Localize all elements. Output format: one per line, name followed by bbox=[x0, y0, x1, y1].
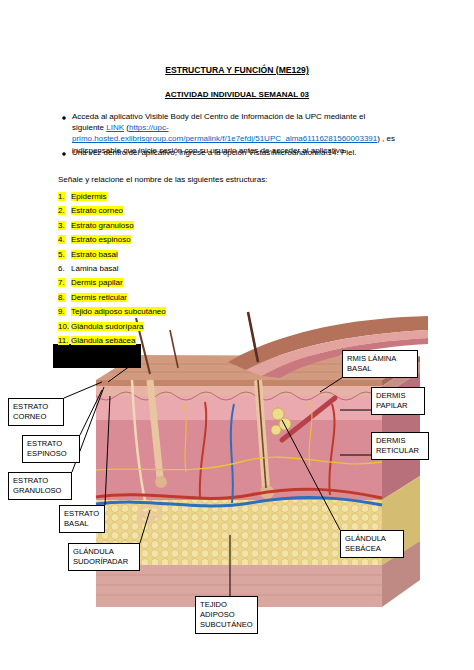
list-number: 6. bbox=[58, 263, 72, 274]
callout-box: ESTRATO BASAL bbox=[59, 505, 105, 533]
list-number: 11. bbox=[58, 336, 69, 345]
callout-box: RMIS LÁMINA BASAL bbox=[342, 350, 418, 378]
callout-box: GLÁNDULA SUDORÍPADAR bbox=[68, 543, 140, 571]
list-number: 9. bbox=[58, 307, 65, 316]
leader-line bbox=[340, 410, 371, 411]
callout-box: ESTRATO CORNEO bbox=[8, 398, 64, 426]
callout-box: GLÁNDULA SEBÁCEA bbox=[340, 530, 404, 558]
list-item: Estrato corneo bbox=[71, 205, 291, 216]
callout-label: GLÁNDULA SEBÁCEA bbox=[345, 534, 399, 554]
list-item: Dermis reticular bbox=[71, 292, 291, 303]
heading: ACTIVIDAD INDIVIDUAL SEMANAL 03 bbox=[165, 90, 309, 99]
callout-label: DERMIS RETICULAR bbox=[376, 436, 424, 456]
list-number: 7. bbox=[58, 278, 65, 287]
list-number: 7. bbox=[58, 277, 72, 288]
covered-callout bbox=[53, 344, 141, 368]
callout-label: GLÁNDULA SUDORÍPADAR bbox=[73, 547, 135, 567]
skin-block bbox=[96, 312, 428, 607]
callout-label: DERMIS PAPILAR bbox=[376, 391, 420, 411]
list-number: 4. bbox=[58, 234, 72, 245]
list-item: Estrato basal bbox=[71, 249, 291, 260]
list-number: 3. bbox=[58, 221, 65, 230]
list-number: 8. bbox=[58, 293, 65, 302]
list-item: Glándula sebácea bbox=[71, 336, 136, 345]
list-item: Lámina basal bbox=[71, 263, 291, 274]
list-item: Epidermis bbox=[71, 192, 107, 201]
list-item: Glándula sudorípara bbox=[71, 321, 291, 332]
list-item: Dermis reticular bbox=[71, 293, 127, 302]
bullet bbox=[62, 116, 66, 120]
list-number: 9. bbox=[58, 306, 72, 317]
callout-label: ESTRATO GRANULOSO bbox=[13, 476, 67, 496]
list-item: Estrato espinoso bbox=[71, 234, 291, 245]
list-number: 5. bbox=[58, 249, 72, 260]
list-item: Dermis papilar bbox=[71, 277, 291, 288]
callout-label: ESTRATO ESPINOSO bbox=[27, 439, 75, 459]
callout-box: DERMIS PAPILAR bbox=[371, 387, 425, 415]
list-item: Estrato granuloso bbox=[71, 221, 134, 230]
callout-box: DERMIS RETICULAR bbox=[371, 432, 429, 460]
link-text: LINK bbox=[106, 123, 124, 132]
list-item: Estrato espinoso bbox=[71, 235, 131, 244]
list-number: 10. bbox=[58, 321, 72, 332]
list-number: 4. bbox=[58, 235, 65, 244]
leader-line bbox=[80, 390, 102, 435]
instruction-text: Una vez dentro del aplicativo, ingrese a… bbox=[72, 148, 356, 157]
leader-line bbox=[64, 382, 102, 398]
leader-line bbox=[320, 378, 342, 392]
leader-line bbox=[340, 455, 371, 456]
list-item: Tejido adiposo subcutáneo bbox=[71, 306, 291, 317]
list-item: Tejido adiposo subcutáneo bbox=[71, 307, 166, 316]
list-number: 1. bbox=[58, 191, 72, 202]
list-item: Epidermis bbox=[71, 191, 291, 202]
list-number: 8. bbox=[58, 292, 72, 303]
prompt-text: Señale y relacione el nombre de las sigu… bbox=[58, 175, 267, 184]
list-number: 11. bbox=[58, 335, 72, 346]
list-number: 2. bbox=[58, 205, 72, 216]
list-item: Glándula sebácea bbox=[71, 335, 291, 346]
leader-line bbox=[140, 510, 150, 543]
title: ESTRUCTURA Y FUNCIÓN (ME129) bbox=[0, 64, 474, 76]
leader-line bbox=[105, 396, 110, 505]
list-item: Glándula sudorípara bbox=[71, 322, 144, 331]
list-item: Dermis papilar bbox=[71, 278, 123, 287]
callout-label: ESTRATO CORNEO bbox=[13, 402, 59, 422]
bullet bbox=[62, 152, 66, 156]
list-number: 1. bbox=[58, 192, 65, 201]
instruction-text: Una vez dentro del aplicativo, ingrese a… bbox=[72, 147, 434, 158]
prompt-text: Señale y relacione el nombre de las sigu… bbox=[58, 174, 438, 185]
list-number: 2. bbox=[58, 206, 65, 215]
list-item: Estrato granuloso bbox=[71, 220, 291, 231]
list-item: Estrato corneo bbox=[71, 206, 123, 215]
list-item: Lámina basal bbox=[71, 264, 119, 273]
leader-line bbox=[230, 535, 231, 596]
list-number: 10. bbox=[58, 322, 69, 331]
callout-box: ESTRATO ESPINOSO bbox=[22, 435, 80, 463]
list-number: 5. bbox=[58, 250, 65, 259]
leader-line bbox=[108, 358, 141, 382]
list-number: 6. bbox=[58, 264, 65, 273]
instruction-text: ( bbox=[126, 123, 129, 132]
list-item: Estrato basal bbox=[71, 250, 118, 259]
callout-label: TEJIDO ADIPOSO SUBCUTÁNEO bbox=[200, 600, 253, 630]
callout-label: ESTRATO BASAL bbox=[64, 509, 100, 529]
heading: ACTIVIDAD INDIVIDUAL SEMANAL 03 bbox=[0, 89, 474, 100]
list-number: 3. bbox=[58, 220, 72, 231]
callout-box: TEJIDO ADIPOSO SUBCUTÁNEO bbox=[195, 596, 258, 634]
callout-box: ESTRATO GRANULOSO bbox=[8, 472, 72, 500]
callout-label: RMIS LÁMINA BASAL bbox=[347, 354, 413, 374]
leader-line bbox=[282, 420, 340, 530]
